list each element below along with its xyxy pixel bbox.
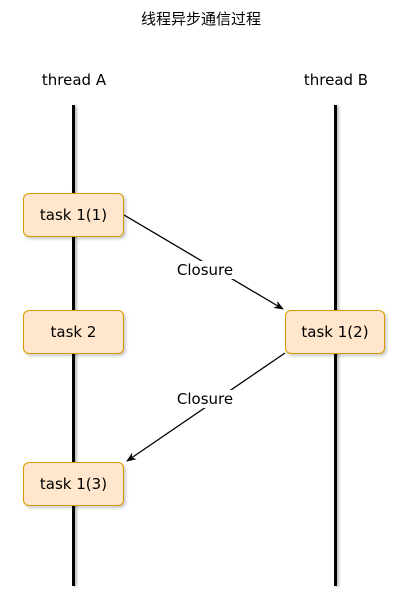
thread-a-label: thread A <box>41 71 107 89</box>
thread-b-label: thread B <box>303 71 369 89</box>
task-2-label: task 2 <box>50 323 97 341</box>
task-1-2-box: task 1(2) <box>285 310 385 354</box>
task-2-box: task 2 <box>23 310 124 354</box>
task-1-2-label: task 1(2) <box>301 323 369 341</box>
task-1-3-box: task 1(3) <box>23 462 124 506</box>
task-1-1-label: task 1(1) <box>39 206 108 224</box>
task-1-1-box: task 1(1) <box>23 193 124 237</box>
closure-label-2: Closure <box>165 390 245 408</box>
task-1-3-label: task 1(3) <box>39 475 108 493</box>
closure-label-1: Closure <box>165 261 245 279</box>
diagram-title: 线程异步通信过程 <box>140 10 261 28</box>
